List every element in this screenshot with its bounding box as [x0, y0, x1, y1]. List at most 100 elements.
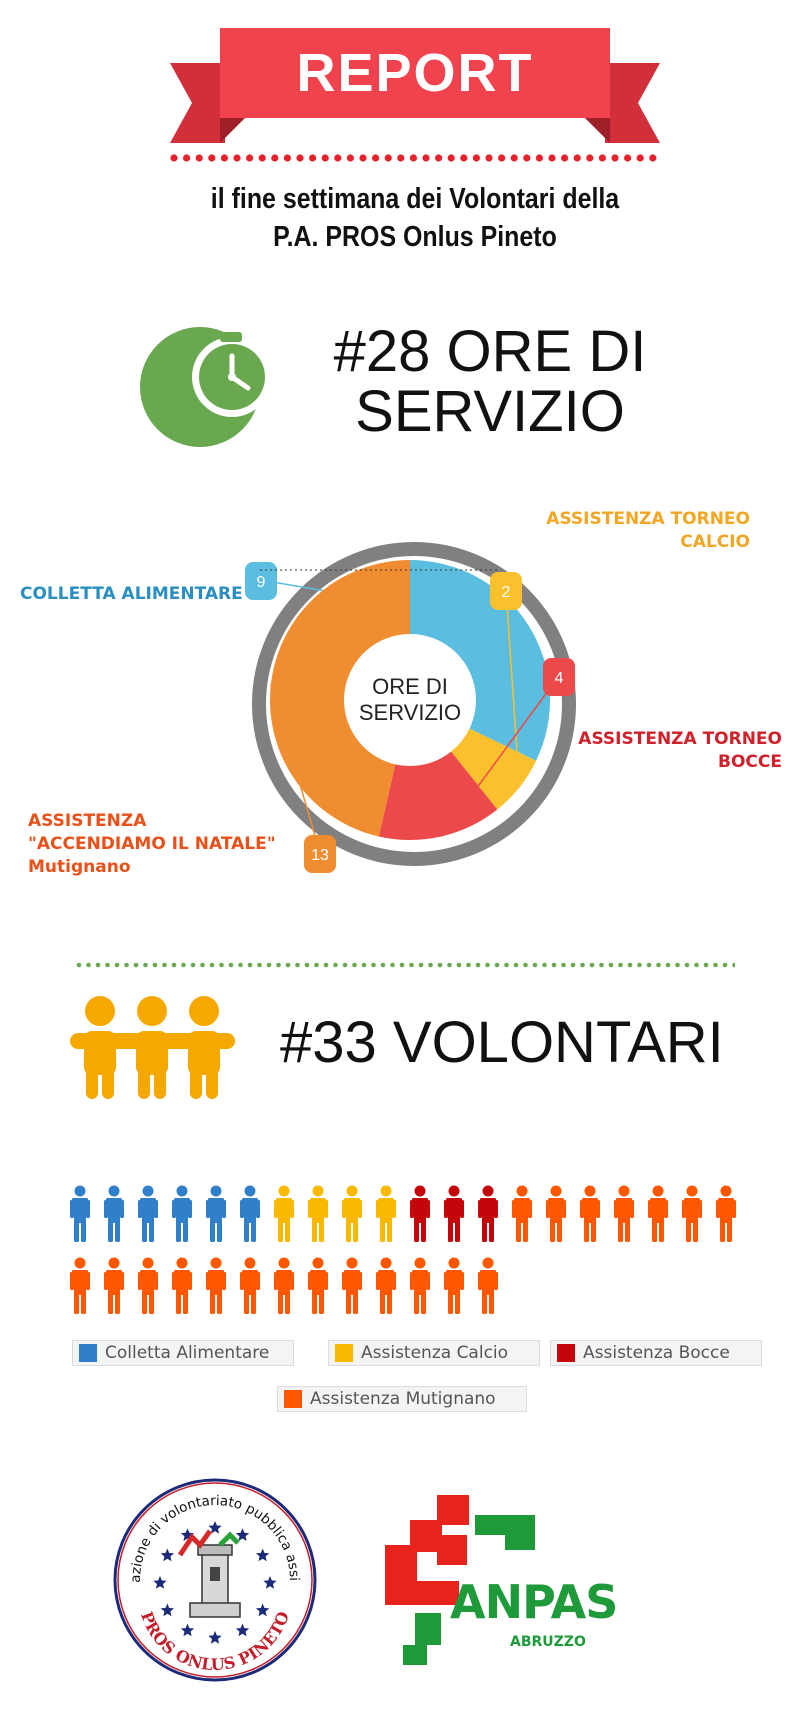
ribbon-body	[220, 28, 610, 118]
star-icon	[160, 1603, 174, 1617]
pros-stars	[153, 1521, 277, 1644]
star-icon	[160, 1548, 174, 1562]
hours-title-line-1: #28 ORE DI	[333, 319, 647, 384]
legend-swatch	[284, 1390, 302, 1408]
person-icon	[444, 1185, 464, 1242]
donut-slice	[378, 751, 498, 840]
star-icon	[180, 1623, 195, 1637]
legend-item: Assistenza Calcio	[328, 1340, 540, 1366]
value-badge	[490, 572, 522, 610]
value-badge	[245, 562, 277, 600]
person-icon	[376, 1257, 396, 1314]
person-icon	[274, 1185, 294, 1242]
person-icon	[614, 1185, 634, 1242]
legend-label: Assistenza Bocce	[583, 1343, 730, 1363]
ribbon-right-tail	[605, 63, 660, 143]
value-badge-label: 13	[311, 847, 329, 864]
person-icon	[546, 1185, 566, 1242]
person-icon	[172, 1185, 192, 1242]
person-icon	[240, 1185, 260, 1242]
star-icon	[256, 1548, 270, 1562]
donut-outer-ring	[252, 542, 576, 866]
donut-slice	[270, 560, 410, 837]
hours-title: #28 ORE DI SERVIZIO	[310, 322, 670, 442]
pros-onlus-pineto-logo: Associazione di volontariato pubblica as…	[110, 1475, 317, 1682]
person-icon	[444, 1257, 464, 1314]
badge-connector	[270, 684, 321, 854]
person-icon	[478, 1185, 498, 1242]
slice-label-mutignano-line-2: "ACCENDIAMO IL NATALE"	[28, 834, 276, 854]
value-badge-label: 9	[257, 574, 266, 591]
slice-label-mutignano-line-1: ASSISTENZA	[28, 811, 147, 831]
legend-label: Assistenza Calcio	[361, 1343, 509, 1363]
legend-item: Assistenza Mutignano	[277, 1386, 527, 1412]
person-icon	[70, 1185, 90, 1242]
anpas-region: ABRUZZO	[510, 1634, 586, 1650]
person-icon	[206, 1185, 226, 1242]
slice-label-bocce-line-2: BOCCE	[718, 752, 782, 772]
slice-label-calcio-line-1: ASSISTENZA TORNEO	[546, 509, 750, 529]
person-icon	[206, 1257, 226, 1314]
person-icon	[138, 1257, 158, 1314]
donut-slice	[451, 728, 537, 810]
slice-label-mutignano: ASSISTENZA "ACCENDIAMO IL NATALE" Mutign…	[28, 810, 288, 879]
subtitle-line-1: il fine settimana dei Volontari della	[210, 183, 620, 215]
person-icon	[580, 1185, 600, 1242]
ribbon-left-tail	[170, 63, 225, 143]
donut-center-label-2: SERVIZIO	[359, 700, 461, 725]
person-icon	[512, 1185, 532, 1242]
legend-swatch	[79, 1344, 97, 1362]
volunteers-pictograph	[70, 1185, 736, 1314]
anpas-logo	[385, 1495, 535, 1665]
star-icon	[256, 1603, 270, 1617]
legend-item: Colletta Alimentare	[72, 1340, 294, 1366]
star-icon	[208, 1521, 222, 1534]
person-icon	[682, 1185, 702, 1242]
value-badge	[543, 658, 575, 696]
person-icon	[716, 1185, 736, 1242]
value-badge-label: 4	[555, 670, 564, 687]
person-icon	[104, 1185, 124, 1242]
person-icon	[274, 1257, 294, 1314]
person-icon	[308, 1257, 328, 1314]
badge-connector	[505, 589, 521, 788]
person-icon	[410, 1185, 430, 1242]
star-icon	[153, 1576, 167, 1589]
person-icon	[172, 1257, 192, 1314]
person-icon	[70, 1257, 90, 1314]
person-icon	[478, 1257, 498, 1314]
slice-label-bocce-line-1: ASSISTENZA TORNEO	[578, 729, 782, 749]
subtitle-line-2: P.A. PROS Onlus Pineto	[273, 221, 557, 253]
person-icon	[376, 1185, 396, 1242]
volunteers-title: #33 VOLONTARI	[280, 1010, 724, 1075]
star-icon	[263, 1576, 277, 1589]
star-icon	[235, 1528, 250, 1541]
red-dotted-divider	[170, 154, 657, 162]
person-icon	[138, 1185, 158, 1242]
legend-label: Assistenza Mutignano	[310, 1389, 496, 1409]
slice-label-colletta: COLLETTA ALIMENTARE	[20, 584, 243, 604]
legend-swatch	[335, 1344, 353, 1362]
slice-label-bocce: ASSISTENZA TORNEO BOCCE	[570, 728, 782, 774]
person-icon	[342, 1185, 362, 1242]
legend-swatch	[557, 1344, 575, 1362]
anpas-name: ANPAS	[450, 1575, 618, 1629]
person-icon	[240, 1257, 260, 1314]
person-icon	[410, 1257, 430, 1314]
star-icon	[235, 1623, 250, 1637]
green-dotted-divider	[76, 962, 735, 968]
hours-title-line-2: SERVIZIO	[355, 379, 625, 444]
clock-icon	[140, 327, 272, 447]
slice-label-mutignano-line-3: Mutignano	[28, 857, 131, 877]
report-title: REPORT	[296, 43, 534, 103]
value-badge-label: 2	[502, 584, 511, 601]
pros-tower	[189, 1544, 241, 1618]
value-badge	[304, 835, 336, 873]
slice-label-calcio-line-2: CALCIO	[680, 532, 750, 552]
volunteers-group-icon	[70, 996, 235, 1099]
report-subtitle: il fine settimana dei Volontari della P.…	[187, 180, 643, 256]
report-banner	[170, 28, 660, 143]
donut-slice	[410, 560, 550, 761]
